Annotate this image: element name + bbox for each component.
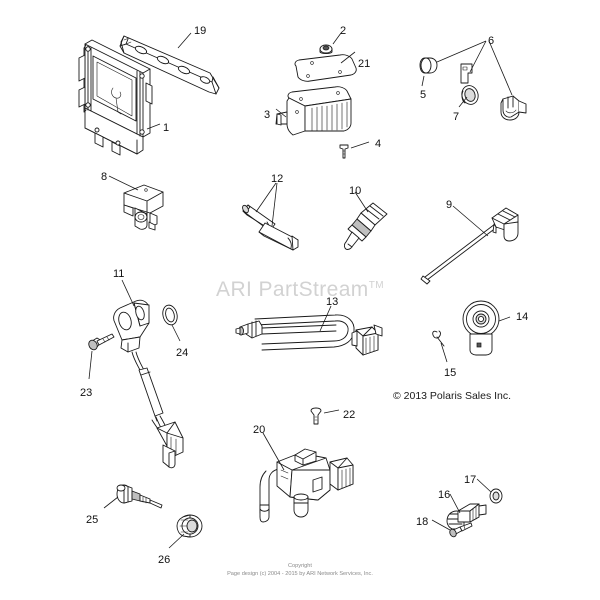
- callout-label-7: 7: [453, 111, 460, 123]
- callout-label-3: 3: [264, 109, 271, 121]
- part-3-ignition-coil-housing: [275, 86, 352, 136]
- callout-label-8: 8: [101, 171, 108, 183]
- callout-label-9: 9: [446, 199, 453, 211]
- callout-label-15: 15: [444, 367, 457, 379]
- part-15-retaining-clip: [432, 330, 448, 363]
- callout-label-11: 11: [113, 268, 125, 280]
- part-24-o-ring: [162, 304, 181, 342]
- callout-label-22: 22: [343, 409, 356, 421]
- part-26-sensor-grommet: [168, 514, 203, 549]
- part-16-elbow-fitting: [446, 493, 487, 531]
- part-8-sensor-bracket-mount: [108, 175, 164, 231]
- callout-label-17: 17: [464, 474, 477, 486]
- callout-label-21: 21: [358, 58, 371, 70]
- part-12-cylindrical-connector-b: [258, 182, 299, 251]
- part-14-ignition-coil-round: [462, 300, 511, 356]
- part-18-bolt-small: [431, 519, 473, 538]
- callout-label-20: 20: [253, 424, 266, 436]
- callout-label-16: 16: [438, 489, 451, 501]
- callout-label-25: 25: [86, 514, 99, 526]
- part-20-throttle-body-assembly: [259, 432, 354, 523]
- part-25-sensor-probe: [103, 484, 163, 509]
- part-9-spark-plug-boot-lead: [420, 205, 519, 285]
- part-7-seal-ring: [458, 85, 479, 108]
- callout-label-24: 24: [176, 347, 189, 359]
- callout-label-6: 6: [488, 35, 495, 47]
- callout-label-10: 10: [349, 185, 362, 197]
- callout-label-23: 23: [80, 387, 93, 399]
- callout-label-26: 26: [158, 554, 171, 566]
- callout-label-5: 5: [420, 89, 427, 101]
- part-5-cap-round: [419, 57, 438, 87]
- page-footer: Copyright Page design (c) 2004 - 2015 by…: [0, 562, 600, 579]
- part-17-o-ring-small: [476, 478, 503, 504]
- footer-line-1: Copyright: [288, 563, 312, 569]
- callout-label-18: 18: [416, 516, 429, 528]
- footer-line-2: Page design (c) 2004 - 2015 by ARI Netwo…: [227, 571, 373, 578]
- callout-label-19: 19: [194, 25, 207, 37]
- callout-label-4: 4: [375, 138, 382, 150]
- part-6-terminal-connector: [488, 40, 527, 121]
- copyright-notice: © 2013 Polaris Sales Inc.: [393, 390, 512, 402]
- part-21-cover-plate: [294, 51, 357, 82]
- callout-label-14: 14: [516, 311, 529, 323]
- part-22-screw-pan-head: [310, 407, 340, 425]
- callout-label-12: 12: [271, 173, 284, 185]
- part-4-screw-flange: [339, 141, 370, 159]
- callout-label-1: 1: [163, 122, 170, 134]
- callout-label-2: 2: [340, 25, 347, 37]
- part-1-ecu-control-module: [78, 39, 161, 156]
- part-23-bolt-flange: [88, 333, 115, 380]
- part-11-tps-harness: [113, 279, 184, 469]
- part-13-wiring-harness-loop: [235, 305, 383, 356]
- part-19-mounting-bracket-strip: [119, 32, 220, 95]
- part-12-cylindrical-connector-a: [242, 182, 277, 232]
- part-10-temperature-sensor: [343, 191, 388, 250]
- callout-label-13: 13: [326, 296, 339, 308]
- part-2-grommet-small: [319, 32, 342, 54]
- part-6-bracket-clip: [436, 40, 487, 84]
